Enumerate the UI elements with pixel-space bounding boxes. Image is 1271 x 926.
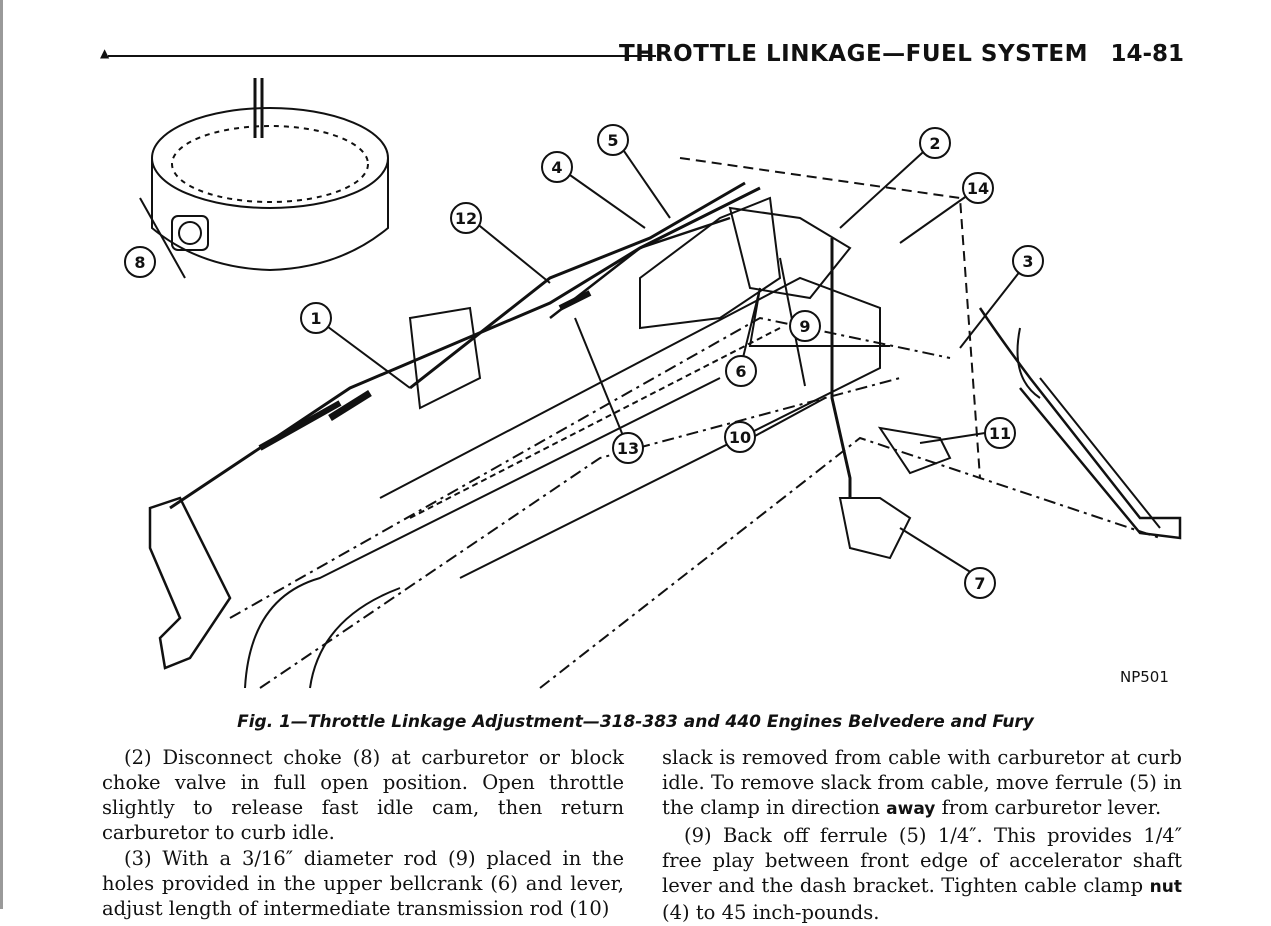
linkage-drawing <box>139 78 1182 689</box>
lower-bellcrank <box>838 497 912 560</box>
throttle-cable <box>169 186 761 510</box>
body-column-right: slack is removed from cable with carbure… <box>662 745 1182 926</box>
paragraph-continued: slack is removed from cable with carbure… <box>662 745 1182 822</box>
callout-12: 12 <box>450 202 482 234</box>
callout-2: 2 <box>919 127 951 159</box>
carburetor-body <box>151 158 389 272</box>
page-number: 14-81 <box>1110 41 1184 67</box>
bellcrank-bracket <box>639 196 782 330</box>
figure-caption: Fig. 1—Throttle Linkage Adjustment—318-3… <box>237 712 1034 732</box>
callout-7: 7 <box>964 567 996 599</box>
upper-bellcrank <box>728 206 852 300</box>
figure-code: NP501 <box>1120 668 1169 686</box>
header-marker: ▲ <box>100 46 110 60</box>
carburetor-air-horn <box>151 107 389 209</box>
callout-5: 5 <box>597 124 629 156</box>
callout-14: 14 <box>962 172 994 204</box>
callout-10: 10 <box>724 421 756 453</box>
emphasis-nut: nut <box>1149 877 1182 897</box>
callout-9: 9 <box>789 310 821 342</box>
callout-4: 4 <box>541 151 573 183</box>
callout-1: 1 <box>300 302 332 334</box>
paragraph-step-9-end: (4) to 45 inch-pounds. <box>662 901 880 924</box>
callout-3: 3 <box>1012 245 1044 277</box>
transmission-lever <box>148 496 232 670</box>
paragraph-continued-end: from carburetor lever. <box>941 796 1162 819</box>
body-column-left: (2) Disconnect choke (8) at carburetor o… <box>102 745 624 922</box>
page-edge-rule <box>0 0 3 909</box>
paragraph-step-3: (3) With a 3/16″ diameter rod (9) placed… <box>102 847 624 920</box>
paragraph-step-2: (2) Disconnect choke (8) at carburetor o… <box>102 746 624 844</box>
throttle-linkage-illustration: 8 1 12 4 5 2 14 3 9 6 13 10 11 7 NP501 <box>80 78 1190 693</box>
page-header: ▲ THROTTLE LINKAGE—FUEL SYSTEM 14-81 <box>100 38 1184 74</box>
callout-6: 6 <box>725 355 757 387</box>
paragraph-continued-text: slack is removed from cable with carbure… <box>662 746 1182 819</box>
paragraph-step-9-text: (9) Back off ferrule (5) 1/4″. This prov… <box>662 824 1182 897</box>
return-spring <box>258 400 342 451</box>
emphasis-away: away <box>886 799 936 819</box>
callout-11: 11 <box>984 417 1016 449</box>
accelerator-pedal <box>978 307 1182 540</box>
throttle-lever <box>408 306 482 410</box>
section-title: THROTTLE LINKAGE—FUEL SYSTEM <box>619 41 1088 67</box>
callout-13: 13 <box>612 432 644 464</box>
intermediate-rod <box>830 238 852 498</box>
header-rule <box>108 55 656 57</box>
callout-8: 8 <box>124 246 156 278</box>
paragraph-step-9: (9) Back off ferrule (5) 1/4″. This prov… <box>662 823 1182 925</box>
